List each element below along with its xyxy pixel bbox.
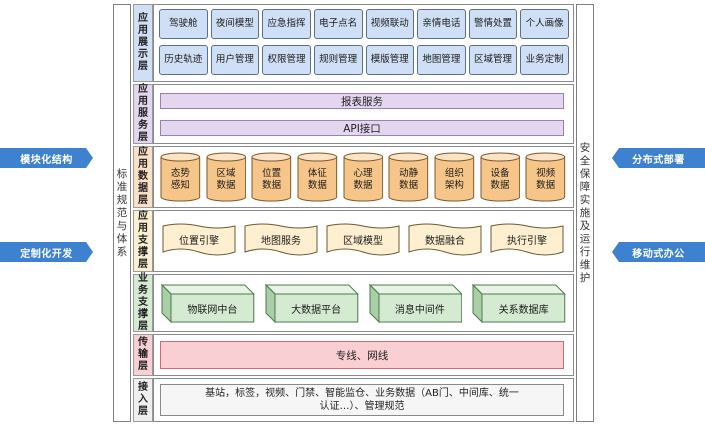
layer-label-app-service: 应用服务层 <box>133 84 153 144</box>
app-display-tile: 规则管理 <box>313 45 363 75</box>
data-cylinder-label: 组织架构 <box>444 168 464 191</box>
support-item: 执行引擎 <box>490 222 564 260</box>
app-display-tile: 权限管理 <box>262 45 311 75</box>
paper-shape <box>408 223 482 256</box>
support-item: 区域模型 <box>326 222 400 260</box>
layer-label-transport: 传输层 <box>133 334 153 376</box>
data-cylinder: 心理数据 <box>343 152 384 202</box>
paper-shape <box>162 223 236 256</box>
pill-modular-structure: 模块化结构 <box>0 146 93 170</box>
app-display-tile: 电子点名 <box>313 9 363 39</box>
block-shape <box>472 284 566 324</box>
cylinder-shape <box>434 152 475 202</box>
data-cylinder: 设备数据 <box>480 152 521 202</box>
pill-shape <box>612 242 705 262</box>
paper-shape <box>244 223 318 256</box>
security-side-label: 安全保障实施及运行维护 <box>579 141 591 284</box>
cylinder-shape <box>251 152 292 202</box>
layer-label-biz-support: 业务支撑层 <box>133 273 153 332</box>
data-cylinder-label: 动静数据 <box>399 168 419 191</box>
data-cylinder: 体征数据 <box>297 152 338 202</box>
biz-support-block-label: 物联网中台 <box>187 305 238 316</box>
layer-label-app-display: 应用展示层 <box>133 4 153 82</box>
support-item: 数据融合 <box>408 222 482 260</box>
support-item: 位置引擎 <box>162 222 236 260</box>
standards-side-label: 标准规范与体系 <box>116 167 128 258</box>
block-shape <box>368 284 463 324</box>
support-item-label: 地图服务 <box>261 235 301 247</box>
paper-shape <box>490 223 564 256</box>
data-cylinder: 位置数据 <box>251 152 292 202</box>
data-cylinder-label: 视频数据 <box>536 168 556 191</box>
layer-label-app-data: 应用数据层 <box>133 146 153 208</box>
data-cylinder-label: 位置数据 <box>262 168 282 191</box>
cylinder-shape <box>480 152 520 202</box>
app-display-tile: 驾驶舱 <box>159 9 208 39</box>
pill-shape <box>612 148 705 168</box>
app-display-tile: 地图管理 <box>417 45 466 75</box>
biz-support-block-label: 大数据平台 <box>291 305 342 316</box>
report-service-bar: 报表服务 <box>160 93 564 109</box>
support-item-label: 区域模型 <box>343 235 383 247</box>
app-display-tile: 亲情电话 <box>417 9 466 39</box>
data-cylinder: 态势感知 <box>160 152 201 202</box>
support-item: 地图服务 <box>244 222 318 260</box>
biz-support-block-label: 关系数据库 <box>498 305 549 316</box>
pill-distributed-deployment-label: 分布式部署 <box>632 154 685 166</box>
cylinder-shape <box>160 152 201 202</box>
app-display-tile: 应急指挥 <box>262 9 311 39</box>
cylinder-shape <box>297 152 338 202</box>
data-cylinder-label: 体征数据 <box>307 168 327 191</box>
app-display-tile: 业务定制 <box>520 45 569 75</box>
api-interface-bar: API接口 <box>160 120 564 136</box>
biz-support-block: 大数据平台 <box>264 284 359 324</box>
support-item-label: 位置引擎 <box>179 235 219 247</box>
data-cylinder-label: 心理数据 <box>353 168 373 191</box>
security-side-panel: 安全保障实施及运行维护 <box>576 4 594 422</box>
data-cylinder: 视频数据 <box>525 152 566 202</box>
paper-shape <box>326 223 400 256</box>
pill-shape <box>0 148 93 168</box>
biz-support-block-label: 消息中间件 <box>394 305 445 316</box>
data-cylinder-label: 区域数据 <box>216 168 236 191</box>
app-display-tile: 个人画像 <box>520 9 569 39</box>
data-cylinder: 动静数据 <box>388 152 429 202</box>
biz-support-block: 消息中间件 <box>368 284 463 324</box>
support-item-label: 执行引擎 <box>507 235 547 247</box>
pill-shape <box>0 242 93 262</box>
app-display-tile: 视频联动 <box>365 9 415 39</box>
data-cylinder-label: 设备数据 <box>490 168 510 191</box>
support-item-label: 数据融合 <box>425 235 465 247</box>
pill-modular-structure-label: 模块化结构 <box>20 154 73 166</box>
access-bar: 基站，标签，视频、门禁、智能监仓、业务数据（AB门、中间库、统一认证…）、管理规… <box>160 384 564 416</box>
biz-support-block: 关系数据库 <box>472 284 566 324</box>
block-shape <box>264 284 359 324</box>
layer-label-access: 接入层 <box>133 378 153 422</box>
transport-bar: 专线、网线 <box>160 341 564 369</box>
app-display-tile: 警情处置 <box>468 9 518 39</box>
pill-mobile-office-label: 移动式办公 <box>632 248 685 260</box>
pill-custom-development-label: 定制化开发 <box>20 248 73 260</box>
pill-mobile-office: 移动式办公 <box>612 240 705 264</box>
standards-side-panel: 标准规范与体系 <box>113 4 131 422</box>
app-display-tile: 模版管理 <box>365 45 415 75</box>
app-display-tile: 用户管理 <box>210 45 260 75</box>
data-cylinder: 区域数据 <box>206 152 247 202</box>
app-display-tile: 历史轨迹 <box>159 45 208 75</box>
cylinder-shape <box>343 152 383 202</box>
layer-label-app-support: 应用支撑层 <box>133 210 153 272</box>
cylinder-shape <box>388 152 429 202</box>
biz-support-block: 物联网中台 <box>161 284 255 324</box>
pill-custom-development: 定制化开发 <box>0 240 93 264</box>
app-display-tile: 夜间模型 <box>210 9 260 39</box>
data-cylinder-label: 态势感知 <box>170 168 190 191</box>
app-display-tile: 区域管理 <box>468 45 518 75</box>
pill-distributed-deployment: 分布式部署 <box>612 146 705 170</box>
cylinder-shape <box>525 152 566 202</box>
data-cylinder: 组织架构 <box>434 152 475 202</box>
block-shape <box>161 284 255 324</box>
cylinder-shape <box>206 152 246 202</box>
